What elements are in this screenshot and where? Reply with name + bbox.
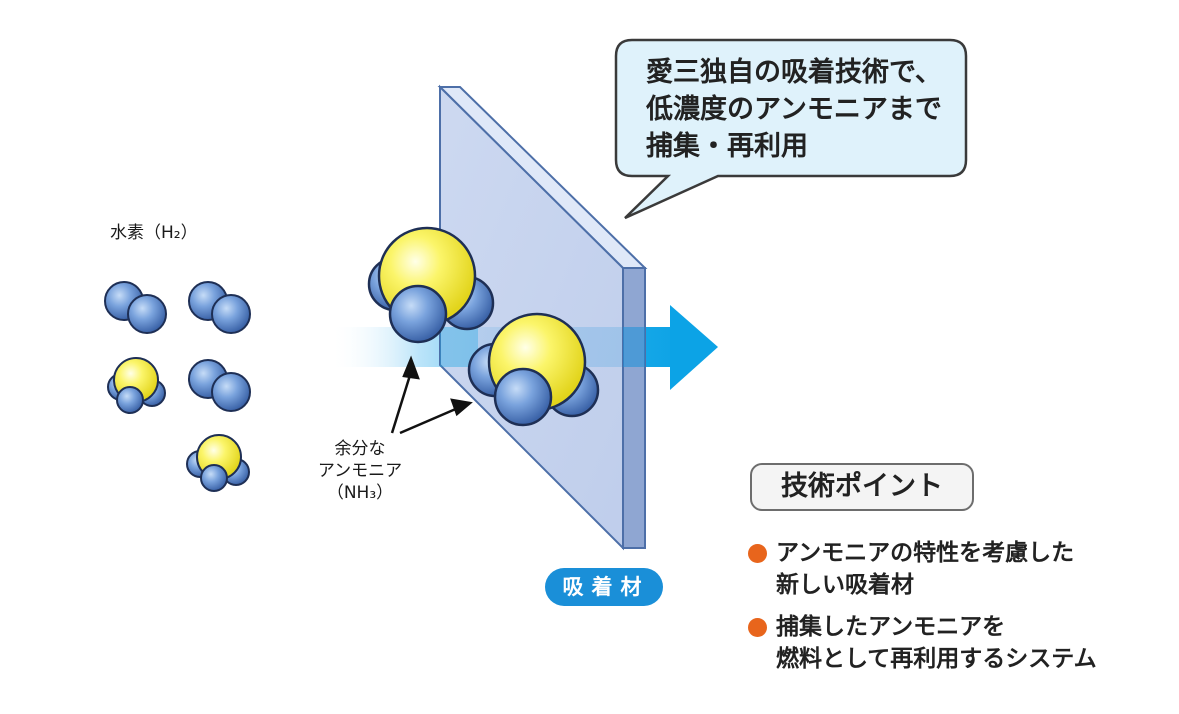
callout-bubble <box>614 38 968 220</box>
excess-ammonia-label-line: （NH₃） <box>326 483 394 503</box>
hydrogen-molecule <box>188 281 251 334</box>
label-pointer-arrows <box>390 355 473 435</box>
tech-point-item: アンモニアの特性を考慮した 新しい吸着材 <box>748 537 1097 601</box>
hydrogen-molecules <box>104 281 251 412</box>
bullet-dot-icon <box>748 544 767 563</box>
ammonia-molecule <box>186 434 250 492</box>
callout-line: 捕集・再利用 <box>646 131 808 162</box>
bullet-dot-icon <box>748 618 767 637</box>
hydrogen-molecule <box>188 359 251 412</box>
tech-point-line: アンモニアの特性を考慮した <box>776 540 1075 566</box>
ammonia-molecule-captured <box>367 226 495 344</box>
excess-ammonia-label: 余分な アンモニア （NH₃） <box>300 438 420 504</box>
adsorbent-badge: 吸着材 <box>545 568 663 606</box>
tech-point-line: 捕集したアンモニアを <box>776 614 1006 640</box>
ammonia-molecule <box>107 357 166 414</box>
ammonia-molecules-upstream <box>107 357 250 492</box>
hydrogen-label: 水素（H₂） <box>110 223 198 243</box>
hydrogen-molecule <box>104 281 167 334</box>
callout-line: 低濃度のアンモニアまで <box>646 94 942 125</box>
tech-point-line: 燃料として再利用するシステム <box>776 646 1097 672</box>
ammonia-molecule-captured <box>467 312 600 427</box>
excess-ammonia-label-line: 余分な <box>334 439 386 459</box>
tech-points-heading: 技術ポイント <box>750 463 974 511</box>
tech-point-item: 捕集したアンモニアを 燃料として再利用するシステム <box>748 611 1097 675</box>
excess-ammonia-label-line: アンモニア <box>317 461 403 481</box>
ammonia-molecules-captured <box>367 226 600 427</box>
callout-text: 愛三独自の吸着技術で、 低濃度のアンモニアまで 捕集・再利用 <box>646 54 942 165</box>
tech-point-line: 新しい吸着材 <box>776 572 914 598</box>
callout-line: 愛三独自の吸着技術で、 <box>646 57 942 88</box>
tech-points-list: アンモニアの特性を考慮した 新しい吸着材 捕集したアンモニアを 燃料として再利用… <box>748 537 1097 685</box>
